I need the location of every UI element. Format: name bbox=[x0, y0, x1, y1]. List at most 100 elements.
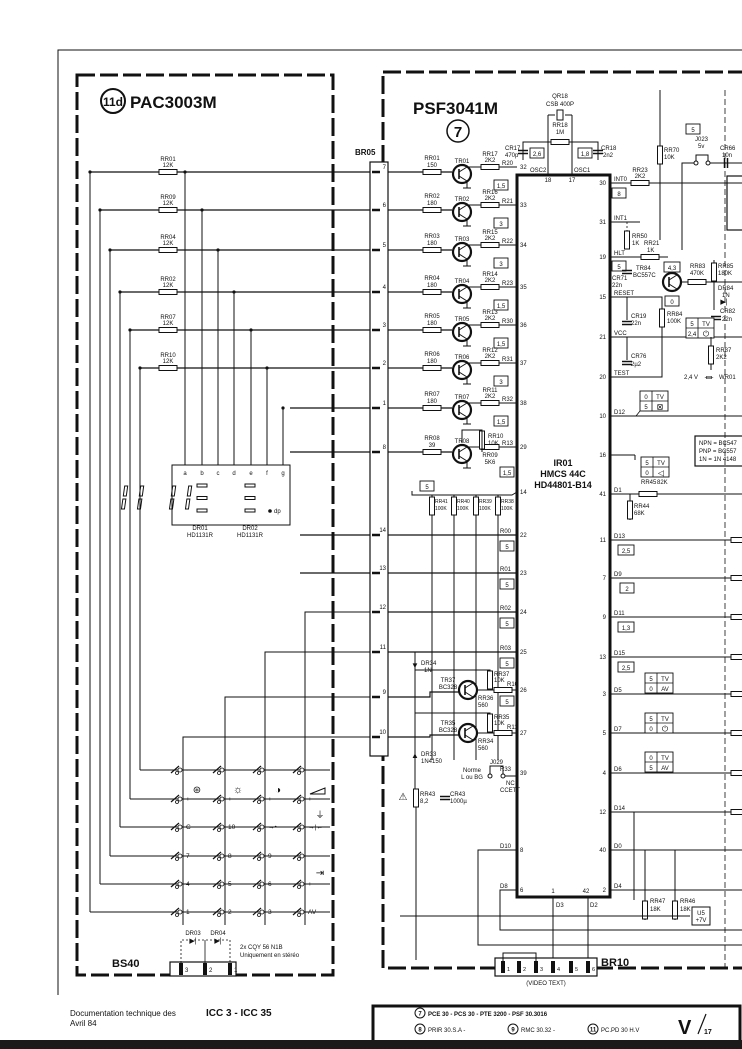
capacitor-value: 2n2 bbox=[603, 153, 614, 159]
key-label[interactable]: 8 bbox=[228, 853, 232, 860]
key-label[interactable]: 6 bbox=[268, 881, 272, 888]
standby-icon: ⏻ bbox=[662, 725, 669, 734]
key-label[interactable]: 1 bbox=[186, 909, 190, 916]
resistor-value: 10K bbox=[488, 441, 499, 447]
ic-pin-number: 31 bbox=[599, 220, 606, 226]
voltage-box bbox=[617, 621, 635, 633]
connector-pin-number: 2 bbox=[383, 361, 387, 367]
net-label: R33 bbox=[500, 767, 512, 773]
transistor-emitter bbox=[458, 371, 468, 378]
voltage-value: 1,5 bbox=[503, 471, 512, 477]
legend-number-circle bbox=[414, 1023, 426, 1035]
key-switch-node bbox=[299, 853, 305, 859]
decimal-point bbox=[268, 509, 272, 513]
key-switch-node bbox=[259, 824, 265, 830]
key-label[interactable]: - bbox=[268, 767, 270, 774]
voltage-box bbox=[611, 260, 627, 272]
resistor-value: 12K bbox=[163, 201, 174, 207]
resistor-ref: RR44 bbox=[634, 504, 650, 510]
net-label: D7 bbox=[614, 727, 622, 733]
key-label[interactable]: 10 bbox=[228, 824, 236, 831]
connector-pin-number: 6 bbox=[592, 967, 595, 973]
page-edge-band bbox=[0, 1040, 742, 1049]
resistor-value: 1K bbox=[632, 241, 639, 247]
key-label[interactable]: + bbox=[186, 796, 190, 803]
resistor-ref: RR43 bbox=[420, 792, 436, 798]
resistor-value: 39 bbox=[429, 443, 436, 449]
transistor-emitter bbox=[458, 175, 468, 182]
resistor-rr40 bbox=[451, 496, 457, 516]
diode-dr33: ▲ bbox=[411, 751, 419, 760]
net-label: D3 bbox=[556, 903, 564, 909]
key-label[interactable]: AV bbox=[308, 909, 317, 916]
transistor-tr01 bbox=[451, 163, 473, 185]
key-label[interactable]: - bbox=[186, 767, 188, 774]
br10-label: BR10 bbox=[601, 957, 629, 969]
key-label[interactable]: 9 bbox=[268, 853, 272, 860]
transistor-emitter bbox=[458, 213, 468, 220]
legend-box bbox=[371, 1004, 742, 1040]
key-label[interactable]: C bbox=[186, 824, 191, 831]
segment-letter: c bbox=[217, 471, 220, 477]
display-part: HD1131R bbox=[237, 533, 264, 539]
connector-pin-number: 3 bbox=[383, 323, 387, 329]
resistor-ref: RR04 bbox=[160, 235, 176, 241]
net-label: R02 bbox=[500, 606, 512, 612]
key-label[interactable]: →|← bbox=[308, 824, 323, 831]
key-label[interactable]: - bbox=[228, 767, 230, 774]
voltage-value: 5 bbox=[505, 622, 509, 628]
key-label[interactable]: →• bbox=[268, 824, 278, 831]
display-part: HD1131R bbox=[187, 533, 214, 539]
resistor-rr04 bbox=[422, 289, 442, 295]
resistor-rr45 bbox=[638, 491, 658, 497]
key-switch-contact bbox=[292, 822, 302, 831]
resistor-stub bbox=[730, 614, 742, 620]
key-switch-contact bbox=[252, 822, 262, 831]
connector-pin bbox=[586, 961, 590, 973]
capacitor-value: 22n bbox=[722, 317, 732, 323]
state-mode: TV bbox=[661, 756, 669, 762]
ic-pin-number: 18 bbox=[545, 178, 552, 184]
net-label: D5 bbox=[614, 688, 622, 694]
connector-pin-number: 3 bbox=[540, 967, 543, 973]
key-switch-node bbox=[299, 881, 305, 887]
resistor-ref: RR06 bbox=[424, 352, 440, 358]
contrast-icon: ◑ bbox=[275, 785, 281, 796]
resistor-rr15 bbox=[480, 242, 500, 248]
u5-supply-box bbox=[691, 906, 711, 926]
resistor-ref: RR36 bbox=[478, 696, 494, 702]
transistor-collector bbox=[458, 446, 468, 453]
key-switch-node bbox=[219, 909, 225, 915]
key-label[interactable]: 7 bbox=[186, 853, 190, 860]
resistor-value: 560 bbox=[478, 746, 489, 752]
key-label[interactable]: + bbox=[228, 796, 232, 803]
resistor-ref: RR13 bbox=[482, 310, 498, 316]
key-label[interactable]: + bbox=[308, 796, 312, 803]
key-switch-contact bbox=[170, 851, 180, 860]
ic-pin-number: 1 bbox=[551, 889, 555, 895]
transistor-collector bbox=[464, 725, 474, 732]
led-part: 2x CQY 56 N1B bbox=[240, 945, 283, 951]
key-label[interactable]: + bbox=[268, 796, 272, 803]
resistor-ref: RR10 bbox=[488, 434, 504, 440]
capacitor-ref: CR19 bbox=[631, 314, 647, 320]
resistor-rr14 bbox=[480, 284, 500, 290]
resistor-rr41 bbox=[429, 496, 435, 516]
resistor-ref: RR70 bbox=[664, 148, 680, 154]
segment-letter: b bbox=[200, 471, 204, 477]
jumper-contact bbox=[693, 160, 699, 166]
net-label: D6 bbox=[614, 767, 622, 773]
key-label[interactable]: + bbox=[308, 881, 312, 888]
key-label[interactable]: - bbox=[308, 853, 310, 860]
led-ref: DR03 bbox=[185, 931, 201, 937]
diode-value: 1N4150 bbox=[421, 759, 443, 765]
net-label: D14 bbox=[614, 806, 626, 812]
key-label[interactable]: 5 bbox=[228, 881, 232, 888]
key-label[interactable]: 2 bbox=[228, 909, 232, 916]
ic-pin-number: 27 bbox=[520, 731, 527, 737]
key-label[interactable]: 3 bbox=[268, 909, 272, 916]
voltage-box bbox=[493, 299, 509, 311]
key-label[interactable]: - bbox=[308, 767, 310, 774]
key-label[interactable]: 4 bbox=[186, 881, 190, 888]
